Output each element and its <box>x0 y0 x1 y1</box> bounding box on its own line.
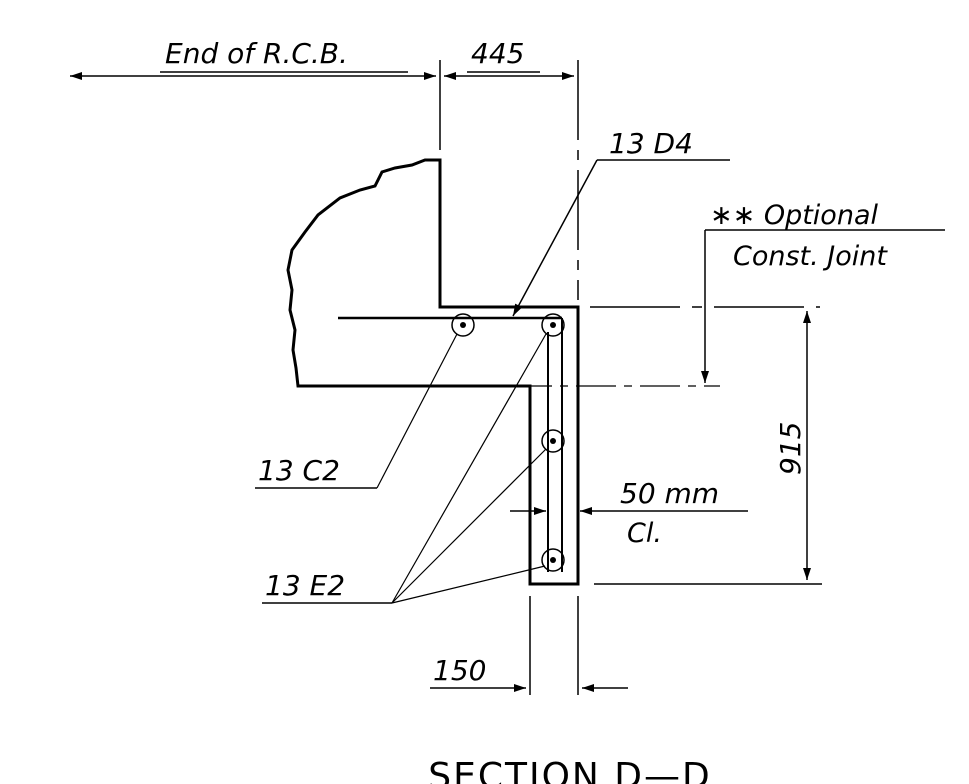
dim-150-label: 150 <box>433 654 486 687</box>
rebar-points <box>451 313 565 572</box>
d4-label: 13 D4 <box>609 127 693 160</box>
rebar-corner-circle <box>541 313 565 337</box>
e2-leader-2 <box>391 448 547 604</box>
e2-label: 13 E2 <box>265 569 345 602</box>
dim-445-label: 445 <box>471 37 524 70</box>
dim-915-label: 915 <box>774 422 807 475</box>
c2-leader <box>376 333 458 489</box>
end-rcb-label: End of R.C.B. <box>165 37 348 70</box>
rebar-e2-circle-1 <box>541 429 565 453</box>
clear-cl-label: Cl. <box>627 518 662 549</box>
d4-leader <box>512 159 598 317</box>
e2-leader-3 <box>391 565 546 604</box>
clear-label: 50 mm <box>620 477 719 510</box>
const-joint-label: Const. Joint <box>733 241 888 272</box>
c2-label: 13 C2 <box>258 454 340 487</box>
section-title: SECTION D—D <box>428 756 712 784</box>
rebar-c2-circle <box>451 313 475 337</box>
optional-label: ∗∗ Optional <box>710 200 878 231</box>
concrete-outline <box>286 158 580 586</box>
e2-leader-1 <box>391 333 547 604</box>
rebar-e2-circle-2 <box>541 548 565 572</box>
